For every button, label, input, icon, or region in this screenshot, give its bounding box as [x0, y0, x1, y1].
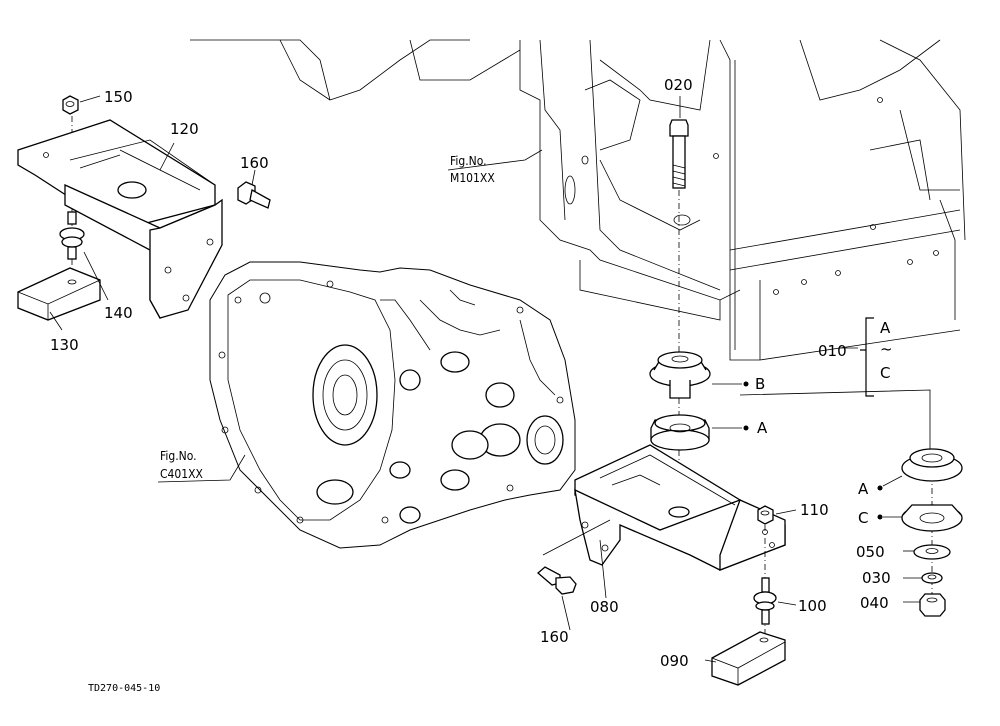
bolt-020 [669, 119, 689, 189]
block-130 [17, 267, 101, 321]
cushion-140 [59, 211, 85, 260]
label-160-upper: 160 [240, 154, 269, 172]
cushion-a-right [901, 448, 963, 482]
frame-assembly [190, 39, 966, 361]
mark-a-center: A [757, 419, 768, 437]
mark-a-right: A [858, 480, 869, 498]
nut-150 [62, 95, 79, 115]
leader-a-right [739, 389, 931, 450]
cushion-b [649, 351, 711, 399]
label-140: 140 [104, 304, 133, 322]
mark-b: B [755, 375, 765, 393]
range-tilde: ~ [880, 340, 893, 358]
washer-050 [913, 544, 951, 560]
label-030: 030 [862, 569, 891, 587]
label-160-lower: 160 [540, 628, 569, 646]
cushion-c [901, 504, 963, 532]
fig-ref-m-bottom: M101XX [450, 171, 495, 185]
label-040: 040 [860, 594, 889, 612]
cushion-a-center [650, 414, 710, 451]
label-100: 100 [798, 597, 827, 615]
label-020: 020 [664, 76, 693, 94]
range-bracket [865, 317, 874, 397]
nut-040 [919, 593, 946, 617]
nut-110 [757, 505, 774, 525]
label-090: 090 [660, 652, 689, 670]
label-080: 080 [590, 598, 619, 616]
fig-ref-c-top: Fig.No. [160, 449, 197, 463]
range-end-c: C [880, 364, 890, 382]
fig-ref-c-bottom: C401XX [160, 467, 204, 481]
leader-lines [49, 95, 922, 663]
label-150: 150 [104, 88, 133, 106]
label-130: 130 [50, 336, 79, 354]
fig-ref-m-top: Fig.No. [450, 154, 487, 168]
label-010: 010 [818, 342, 847, 360]
mark-c: C [858, 509, 868, 527]
bracket-080 [574, 444, 786, 571]
label-110: 110 [800, 501, 829, 519]
range-start-a: A [880, 319, 891, 337]
label-050: 050 [856, 543, 885, 561]
transmission-case [209, 261, 576, 549]
drawing-id: TD270-045-10 [88, 683, 160, 694]
label-120: 120 [170, 120, 199, 138]
block-090 [711, 631, 786, 686]
washer-030 [921, 572, 943, 584]
bolt-160-upper [237, 181, 271, 209]
bolt-160-lower [537, 566, 577, 595]
cushion-100 [753, 577, 777, 625]
